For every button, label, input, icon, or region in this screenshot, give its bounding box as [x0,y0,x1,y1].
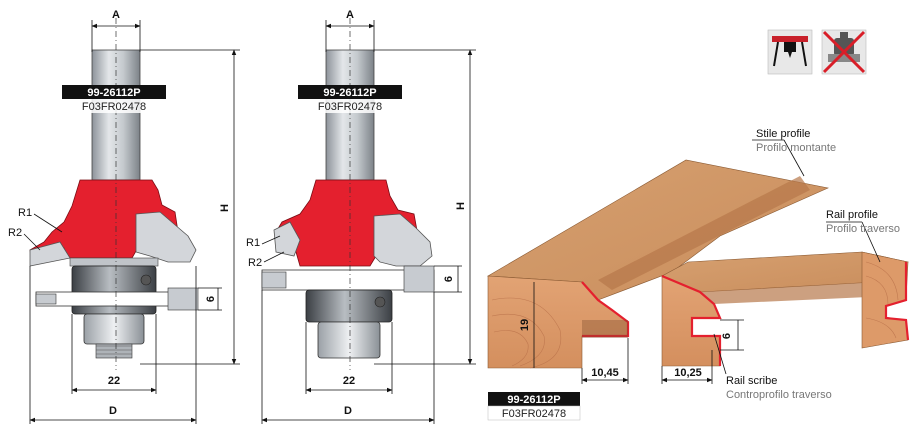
set-screw [140,274,152,286]
rail-profile-label: Rail profile [826,209,878,221]
footer-code: 99-26112P F03FR02478 [487,392,581,421]
product-code: 99-26112P [323,87,376,99]
rail-profile-label-it: Profilo traverso [826,223,900,235]
product-ref: F03FR02478 [82,101,146,113]
stile-profile-label: Stile profile [756,128,810,140]
nut [317,321,381,359]
dim-stile-depth: 10,45 [591,367,619,379]
footer-product-code: 99-26112P [507,394,560,406]
label-r1: R1 [246,237,260,249]
product-ref: F03FR02478 [318,101,382,113]
dim-height: 6 [443,276,455,282]
code-badge [62,85,166,99]
rail-end-face [861,251,909,349]
carbide-insert [135,211,197,263]
dim-a: A [346,9,354,21]
label-r2: R2 [8,227,22,239]
set-screw [374,296,386,308]
dim-h: H [219,204,231,212]
joint-illustration: 19 10,45 10,25 6 Stile profile Profilo m… [487,128,910,401]
dim-d: D [109,405,117,417]
cutter-right: A H 22 D 6 R1 R2 99-26112P F03FR02478 [246,9,476,424]
dim-thickness: 19 [519,319,531,331]
nut [83,313,145,345]
rail-scribe-label-it: Controprofilo traverso [726,389,832,401]
cutter-left: A H 22 D 6 R1 R2 99-26112P F03FR02478 [8,9,240,424]
carbide-insert [373,213,433,267]
label-r1: R1 [18,207,32,219]
rail-profile-edge [884,262,910,341]
bearing [71,265,157,315]
thread [95,343,133,359]
dim-bearing: 22 [108,375,120,387]
dim-height: 6 [205,296,217,302]
dim-tenon: 6 [721,333,733,339]
product-code: 99-26112P [87,87,140,99]
footer-product-ref: F03FR02478 [502,408,566,420]
stile-profile-label-it: Profilo montante [756,142,836,154]
rail-scribe-edge [661,274,722,366]
stile-profile-edge [581,281,630,338]
blade-tip [273,221,301,257]
rail-scribe-label: Rail scribe [726,375,777,387]
hand-router-prohibited-icon [821,29,867,75]
dim-h: H [455,202,467,210]
label-r2: R2 [248,257,262,269]
dim-a: A [112,9,120,21]
spacer [69,257,159,267]
router-table-icon [767,29,813,75]
dim-bearing: 22 [343,375,355,387]
dim-rail-depth: 10,25 [674,367,702,379]
code-badge [298,85,402,99]
dim-d: D [344,405,352,417]
